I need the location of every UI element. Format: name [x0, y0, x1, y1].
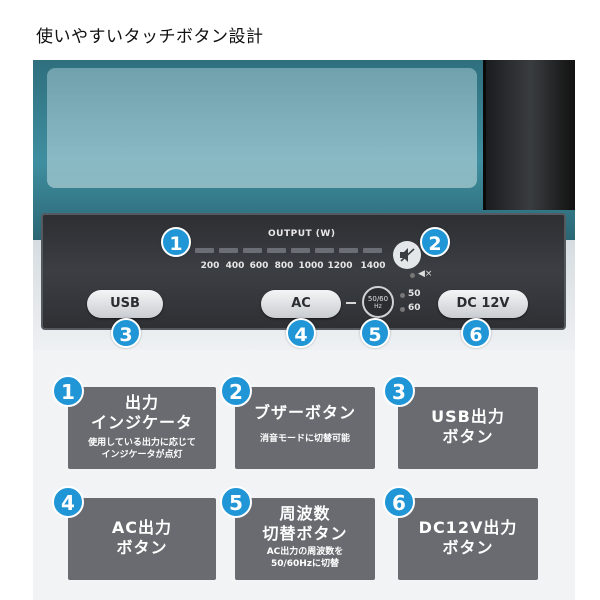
badge-1: 1	[161, 227, 191, 257]
usb-button[interactable]: USB	[87, 290, 163, 318]
scale-label: 600	[249, 261, 269, 271]
card-title: 出力	[124, 393, 159, 412]
badge-3: 3	[111, 318, 141, 348]
product-photo: OUTPUT (W) 200 400 600 800 1000 1200 140…	[33, 60, 575, 350]
mute-led	[410, 273, 415, 278]
frequency-switch-button[interactable]: 50/60 Hz	[362, 286, 394, 318]
scale-label: 800	[274, 261, 294, 271]
indicator-bar	[267, 248, 286, 253]
feature-card-dc12v: DC12V出力 ボタン	[398, 498, 538, 580]
card-subtitle: インジケータが点灯	[101, 450, 183, 460]
feature-card-output-indicator: 出力 インジケータ 使用している出力に応じて インジケータが点灯	[68, 387, 216, 469]
card-title: ブザーボタン	[253, 403, 356, 422]
card-title: 周波数	[279, 504, 331, 523]
card-title: ボタン	[442, 538, 494, 557]
page-title: 使いやすいタッチボタン設計	[36, 27, 264, 47]
freq-label-bottom: Hz	[374, 303, 382, 310]
indicator-bar	[291, 248, 310, 253]
indicator-bar	[195, 248, 214, 253]
scale-label: 1000	[298, 261, 324, 271]
led-60-label: 60	[408, 303, 421, 313]
card-badge-6: 6	[383, 486, 415, 518]
card-badge-1: 1	[52, 375, 84, 407]
card-badge-4: 4	[52, 486, 84, 518]
control-panel: OUTPUT (W) 200 400 600 800 1000 1200 140…	[41, 213, 566, 330]
card-badge-5: 5	[220, 486, 252, 518]
feature-card-usb: USB出力 ボタン	[398, 387, 538, 469]
card-title: インジケータ	[90, 413, 193, 432]
indicator-bar	[243, 248, 262, 253]
led-50	[400, 293, 405, 298]
output-indicator-bars	[195, 248, 385, 256]
led-50-label: 50	[408, 289, 421, 299]
led-60	[400, 307, 405, 312]
card-title: USB出力	[431, 407, 505, 426]
card-subtitle: 使用している出力に応じて	[88, 438, 196, 448]
buzzer-button[interactable]	[393, 241, 421, 269]
card-title: ボタン	[442, 427, 494, 446]
scale-label: 1200	[327, 261, 353, 271]
indicator-bar	[219, 248, 238, 253]
dc-12v-button[interactable]: DC 12V	[438, 290, 528, 318]
scale-label: 1400	[360, 261, 386, 271]
indicator-bar	[339, 248, 358, 253]
card-subtitle: 消音モードに切替可能	[259, 434, 350, 444]
feature-card-ac: AC出力 ボタン	[68, 498, 216, 580]
side-device-image	[483, 60, 575, 210]
scale-label: 200	[200, 261, 220, 271]
indicator-bar	[363, 248, 382, 253]
connector-dash	[346, 302, 356, 304]
card-badge-3: 3	[383, 375, 415, 407]
freq-label-top: 50/60	[367, 295, 389, 303]
device-window	[47, 68, 477, 188]
card-title: DC12V出力	[418, 518, 518, 537]
output-label: OUTPUT (W)	[268, 229, 336, 239]
card-title: ボタン	[116, 538, 168, 557]
ac-button[interactable]: AC	[261, 290, 341, 318]
card-badge-2: 2	[220, 375, 252, 407]
feature-card-frequency: 周波数 切替ボタン AC出力の周波数を 50/60Hzに切替	[235, 498, 375, 580]
badge-5: 5	[360, 318, 390, 348]
badge-6: 6	[461, 318, 491, 348]
feature-card-buzzer: ブザーボタン 消音モードに切替可能	[235, 387, 375, 469]
card-subtitle: 50/60Hzに切替	[270, 559, 340, 569]
badge-4: 4	[286, 318, 316, 348]
badge-2: 2	[420, 227, 450, 257]
card-title: 切替ボタン	[262, 524, 348, 543]
indicator-bar	[315, 248, 334, 253]
card-title: AC出力	[111, 518, 173, 537]
card-subtitle: AC出力の周波数を	[266, 547, 344, 557]
mute-small-label: ◀×	[418, 269, 433, 279]
speaker-mute-icon	[400, 248, 415, 262]
scale-label: 400	[225, 261, 245, 271]
